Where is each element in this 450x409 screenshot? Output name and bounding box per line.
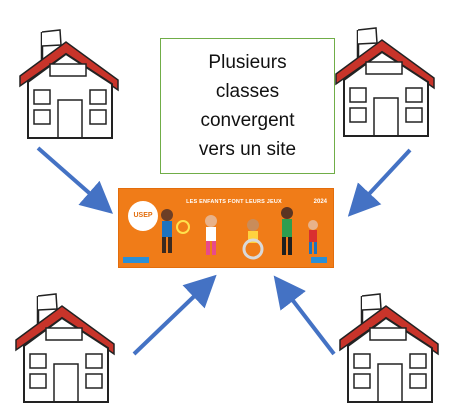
arrow-bottom-right (273, 275, 336, 356)
arrow-top-right (347, 148, 412, 217)
school-house-bottom-left (15, 293, 115, 403)
children-sports-illustration (161, 207, 318, 260)
arrow-bottom-left (132, 274, 217, 356)
caption-line-1: Plusieurs (208, 52, 287, 73)
caption-box: Plusieurs classes convergent vers un sit… (160, 38, 335, 174)
banner-footer-logo-right (311, 257, 327, 263)
caption-line-3: convergent (200, 110, 295, 131)
usep-logo: USEP (128, 201, 158, 231)
caption-line-4: vers un site (198, 139, 297, 160)
banner-title: LES ENFANTS FONT LEURS JEUX (186, 199, 282, 205)
arrow-top-left (36, 146, 114, 214)
banner-year: 2024 (313, 199, 327, 205)
event-banner-image: USEP LES ENFANTS FONT LEURS JEUX 2024 (118, 188, 334, 268)
caption-line-2: classes (215, 81, 280, 102)
banner-footer-logo-left (123, 257, 149, 263)
school-house-bottom-right (339, 293, 439, 403)
school-house-top-left (19, 29, 119, 139)
school-house-top-right (335, 27, 435, 137)
